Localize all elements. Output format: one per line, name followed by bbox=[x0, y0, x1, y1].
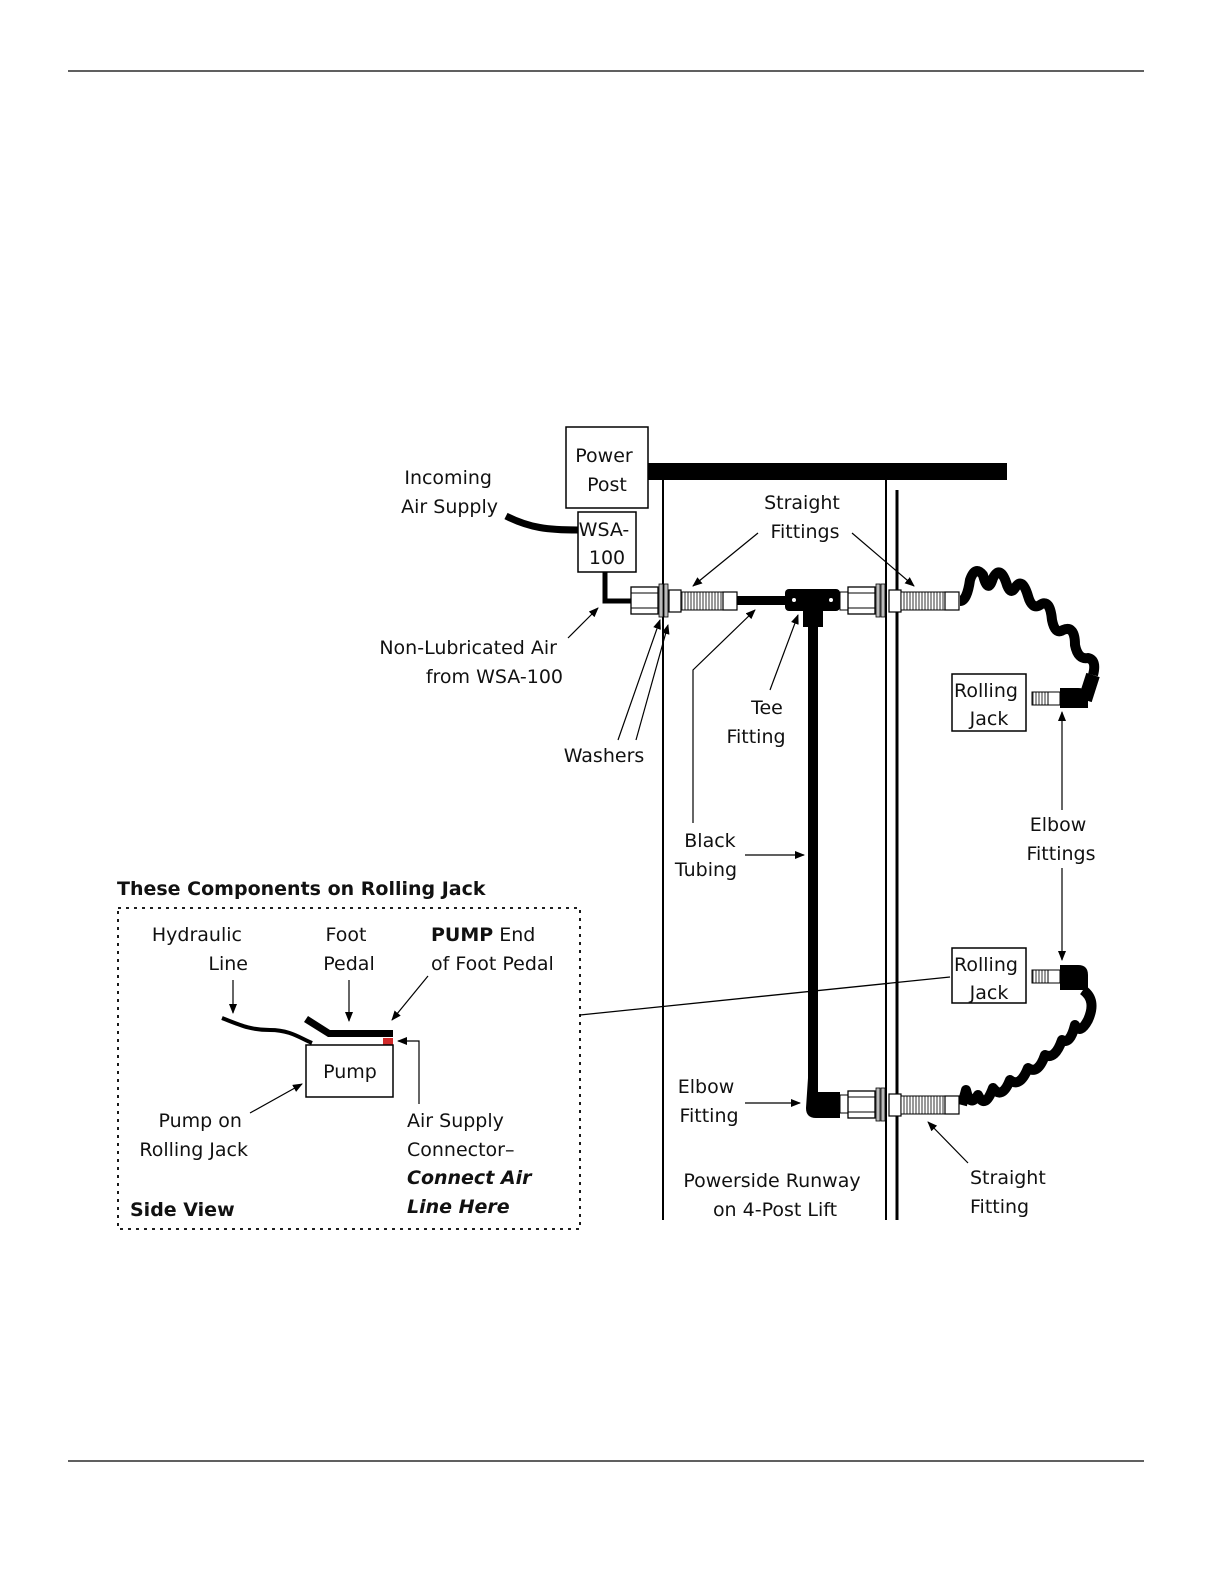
wsa-100-label: WSA- 100 bbox=[579, 519, 636, 569]
pump-body bbox=[305, 1044, 394, 1098]
pump-on-jack-arrow bbox=[249, 1083, 303, 1114]
straight-fitting-arrow bbox=[927, 1121, 969, 1164]
rolling-jack-top-box bbox=[951, 673, 1027, 732]
rolling-jack-bottom-label: Rolling Jack bbox=[954, 954, 1024, 1004]
pump-end-label: PUMP End of Foot Pedal bbox=[431, 924, 554, 975]
side-view-label: Side View bbox=[130, 1199, 235, 1221]
washers-label: Washers bbox=[564, 745, 645, 767]
incoming-air-hose bbox=[504, 512, 579, 534]
elbow-fittings-label: Elbow Fittings bbox=[1026, 814, 1095, 865]
straight-fittings-arrow-left bbox=[692, 532, 759, 587]
top-fitting-assembly bbox=[630, 583, 960, 627]
bottom-fitting-assembly bbox=[806, 1078, 960, 1122]
hydraulic-line bbox=[221, 1016, 313, 1045]
straight-fitting-label: Straight Fitting bbox=[970, 1167, 1052, 1218]
black-tubing-arrow-top bbox=[692, 609, 756, 823]
inset-leader-line bbox=[579, 976, 951, 1016]
air-supply-arrow bbox=[397, 1037, 420, 1104]
straight-fittings-label: Straight Fittings bbox=[764, 492, 846, 543]
washers-arrow-2 bbox=[635, 624, 670, 741]
non-lubricated-label: Non-Lubricated Air from WSA-100 bbox=[379, 637, 563, 688]
bottom-jack-elbow-fitting bbox=[1031, 965, 1088, 990]
air-supply-connector bbox=[383, 1038, 393, 1045]
tee-fitting-arrow bbox=[769, 614, 799, 691]
inset-title: These Components on Rolling Jack bbox=[117, 878, 486, 900]
power-post-label: Power Post bbox=[575, 445, 639, 496]
rolling-jack-bottom-box bbox=[951, 947, 1027, 1004]
powerside-runway-label: Powerside Runway on 4-Post Lift bbox=[683, 1170, 866, 1221]
wsa-100-box bbox=[577, 511, 637, 573]
connect-here-label: Connect Air Line Here bbox=[407, 1167, 538, 1218]
bottom-coil-hose bbox=[957, 985, 1097, 1107]
power-post-box bbox=[565, 426, 649, 509]
rolling-jack-top-label: Rolling Jack bbox=[954, 680, 1024, 730]
air-supply-label: Air Supply Connector– bbox=[407, 1110, 515, 1161]
incoming-air-label: Incoming Air Supply bbox=[401, 467, 498, 518]
foot-pedal-label: Foot Pedal bbox=[323, 924, 374, 975]
wsa-outlet-line bbox=[602, 572, 632, 604]
hydraulic-line-label: Hydraulic Line bbox=[152, 924, 248, 975]
tee-fitting-label: Tee Fitting bbox=[726, 697, 788, 748]
elbow-fitting-label: Elbow Fitting bbox=[678, 1076, 741, 1127]
top-elbow-fitting bbox=[1031, 688, 1088, 708]
foot-pedal bbox=[304, 1016, 393, 1037]
washers-arrow-1 bbox=[617, 619, 661, 741]
pump-end-arrow bbox=[391, 975, 429, 1021]
straight-fittings-arrow-right bbox=[851, 532, 915, 587]
pump-label: Pump bbox=[323, 1061, 377, 1083]
black-tubing-vertical bbox=[808, 626, 818, 1084]
black-tubing-label: Black Tubing bbox=[674, 830, 742, 881]
pump-on-jack-label: Pump on Rolling Jack bbox=[139, 1110, 248, 1161]
non-lubricated-arrow bbox=[567, 607, 599, 639]
